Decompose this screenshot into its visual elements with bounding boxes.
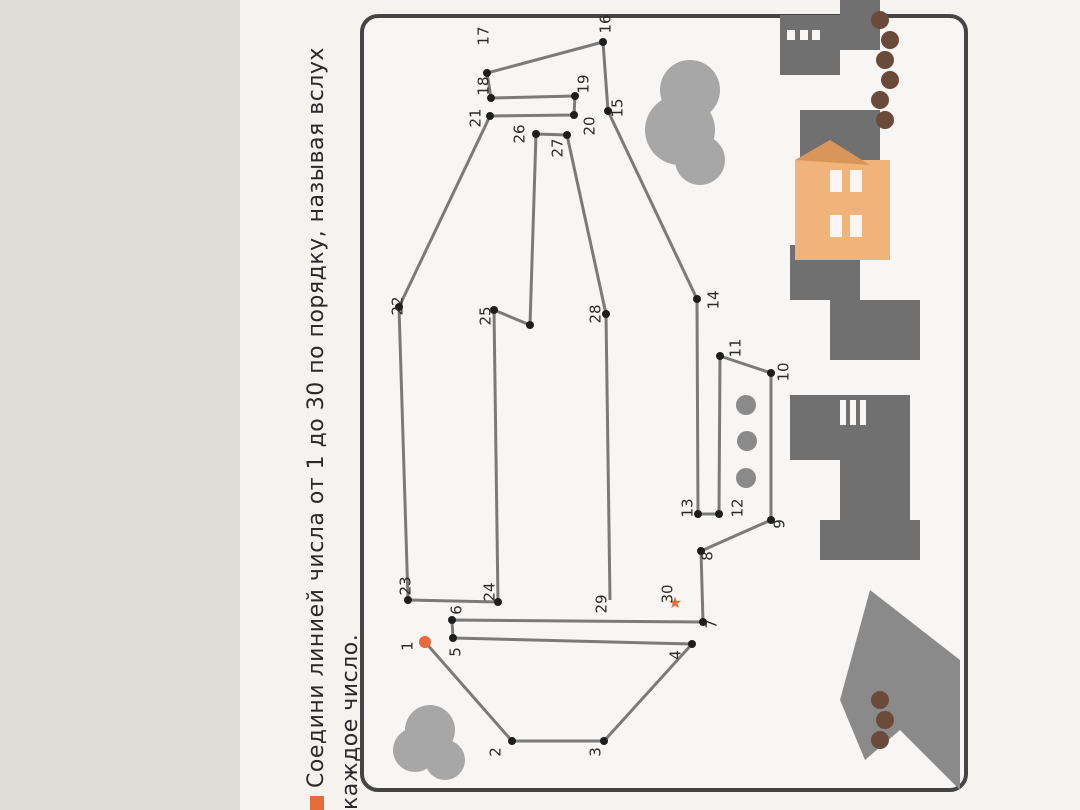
dot <box>404 596 412 604</box>
dot <box>532 130 540 138</box>
dot-number-label: 10 <box>775 362 793 381</box>
cloud-bottom-left <box>393 705 465 780</box>
dot <box>715 510 723 518</box>
dot <box>767 369 775 377</box>
dot-number-label: 25 <box>477 306 495 325</box>
portholes <box>736 395 757 488</box>
hills <box>840 590 960 790</box>
dot <box>490 306 498 314</box>
dot <box>570 111 578 119</box>
dot-number-label: 18 <box>475 76 493 95</box>
cloud-top-right <box>645 60 725 185</box>
table-background <box>0 0 260 810</box>
dot <box>694 510 702 518</box>
dot-number-label: 20 <box>581 116 599 135</box>
dot <box>571 92 579 100</box>
dot-number-label: 24 <box>481 582 499 601</box>
dot-number-label: 26 <box>511 124 529 143</box>
dot-number-label: 28 <box>587 304 605 323</box>
dot-number-label: 17 <box>475 26 493 45</box>
dot-number-label: 21 <box>467 108 485 127</box>
dot-number-label: 15 <box>609 98 627 117</box>
dot <box>699 618 707 626</box>
buildings <box>780 0 920 560</box>
dot <box>604 107 612 115</box>
dot <box>716 352 724 360</box>
dot-number-label: 27 <box>549 138 567 157</box>
dot-number-label: 1 <box>399 641 417 651</box>
dot-number-label: 30 <box>659 584 677 603</box>
dot <box>395 303 403 311</box>
dot-number-label: 2 <box>487 747 505 757</box>
dot <box>599 38 607 46</box>
dot <box>697 547 705 555</box>
window-rows <box>787 30 866 425</box>
dot <box>602 310 610 318</box>
house <box>795 140 890 260</box>
dot-number-label: 7 <box>703 619 721 629</box>
dot-number-label: 22 <box>389 296 407 315</box>
dot-number-label: 8 <box>699 551 717 561</box>
trees <box>871 11 899 749</box>
dot <box>526 321 534 329</box>
dot-number-label: 23 <box>397 576 415 595</box>
dot <box>767 516 775 524</box>
dot <box>693 295 701 303</box>
dot <box>449 634 457 642</box>
dot <box>563 131 571 139</box>
dot-number-label: 5 <box>447 647 465 657</box>
dot-number-label: 29 <box>593 594 611 613</box>
dot <box>600 737 608 745</box>
dot <box>486 112 494 120</box>
start-dot <box>419 636 431 648</box>
dot <box>483 69 491 77</box>
dot <box>487 94 495 102</box>
dot <box>508 737 516 745</box>
dot-number-label: 6 <box>448 605 466 615</box>
dot <box>688 640 696 648</box>
dot-number-label: 16 <box>597 14 615 33</box>
dot <box>494 598 502 606</box>
dot-number-label: 14 <box>705 290 723 309</box>
dot-number-label: 3 <box>587 747 605 757</box>
dot-number-label: 11 <box>727 338 745 357</box>
finish-star-icon: ★ <box>668 593 682 612</box>
dot-number-label: 13 <box>679 498 697 517</box>
dot-number-label: 4 <box>667 650 685 660</box>
dot-number-label: 19 <box>575 74 593 93</box>
dot <box>448 616 456 624</box>
dot-number-label: 12 <box>729 498 747 517</box>
dots-layer: ★ <box>395 38 775 745</box>
background-scenery <box>393 0 960 790</box>
dot-number-label: 9 <box>771 519 789 529</box>
